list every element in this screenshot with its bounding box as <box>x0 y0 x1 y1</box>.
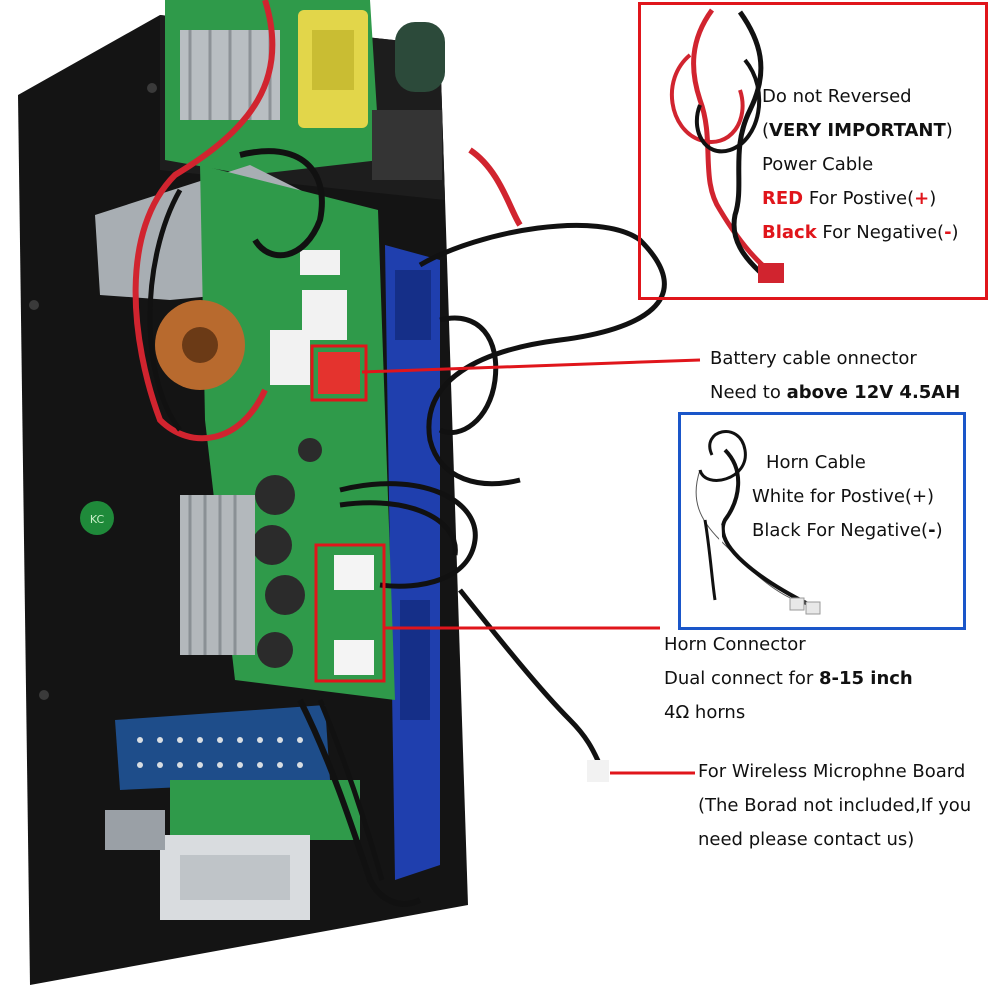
power-cable-callout-box <box>638 2 988 300</box>
red-text: For Postive( <box>803 188 915 209</box>
red-power-wire <box>132 0 276 442</box>
microphone-line2: (The Borad not included,If you <box>698 795 972 816</box>
horn-cable-line2: White for Postive(+) <box>752 486 935 507</box>
battery-line2: Need to above 12V 4.5AH <box>710 376 960 410</box>
power-cable-black-wire <box>731 10 764 274</box>
horn-connector-line3: 4Ω horns <box>664 702 746 723</box>
blue-side-board <box>385 245 440 880</box>
microphone-line3: need please contact us) <box>698 829 915 850</box>
horn-connector-line2-prefix: Dual connect for <box>664 668 819 689</box>
black-text: For Negative( <box>816 222 945 243</box>
white-connector <box>300 250 340 275</box>
microphone-line1: For Wireless Microphne Board <box>698 761 966 782</box>
power-cable-line1: Do not Reversed <box>762 86 912 107</box>
power-cable-plug <box>758 263 784 283</box>
horn-connector-1 <box>334 555 374 590</box>
horn-highlight-box <box>314 543 386 683</box>
long-black-cable <box>418 222 667 487</box>
green-sticker <box>80 501 114 535</box>
battery-pointer-line <box>361 358 701 374</box>
power-cable-black-line: Black For Negative(-) <box>762 216 959 250</box>
horn-cable-line3: Black For Negative(-) <box>752 514 943 548</box>
display-board <box>170 780 360 840</box>
battery-connector <box>318 352 360 394</box>
horn-cable-callout-box <box>678 412 966 630</box>
power-cable-red-line: RED For Postive(+) <box>762 182 936 216</box>
black-close: ) <box>951 222 959 243</box>
battery-line2-prefix: Need to <box>710 382 787 403</box>
horn-connector-line1: Horn Connector <box>664 634 806 655</box>
mic-cable <box>458 588 603 767</box>
power-cable-line2-close: ) <box>945 120 953 141</box>
black-label: Black <box>762 222 817 243</box>
power-cable-line2: (VERY IMPORTANT) <box>762 114 953 148</box>
battery-highlight-box <box>310 344 368 402</box>
power-cable-line3: Power Cable <box>762 154 874 175</box>
battery-requirement: above 12V 4.5AH <box>786 382 961 403</box>
red-close: ) <box>929 188 937 209</box>
mic-connector <box>587 760 609 782</box>
red-label: RED <box>762 188 804 209</box>
horn-cable-line3-prefix: Black For Negative( <box>752 520 929 541</box>
horn-connector-2 <box>334 640 374 675</box>
black-sign: - <box>944 222 952 243</box>
red-sign: + <box>914 188 930 209</box>
control-board <box>115 705 330 790</box>
power-cable-red-wire <box>691 8 770 272</box>
horn-connector-size: 8-15 inch <box>818 668 913 689</box>
battery-line1: Battery cable onnector <box>710 348 917 369</box>
horn-cable-minus: - <box>928 520 936 541</box>
horn-connector-line2: Dual connect for 8-15 inch <box>664 662 913 696</box>
power-cable-line2-open: ( <box>762 120 770 141</box>
power-cable-important: VERY IMPORTANT <box>769 120 946 141</box>
lower-heatsink <box>180 495 255 655</box>
green-sticker-text: KC <box>90 513 105 526</box>
horn-cable-line1: Horn Cable <box>766 452 866 473</box>
horn-cable-line3-close: ) <box>935 520 943 541</box>
capacitor-large <box>395 22 445 92</box>
